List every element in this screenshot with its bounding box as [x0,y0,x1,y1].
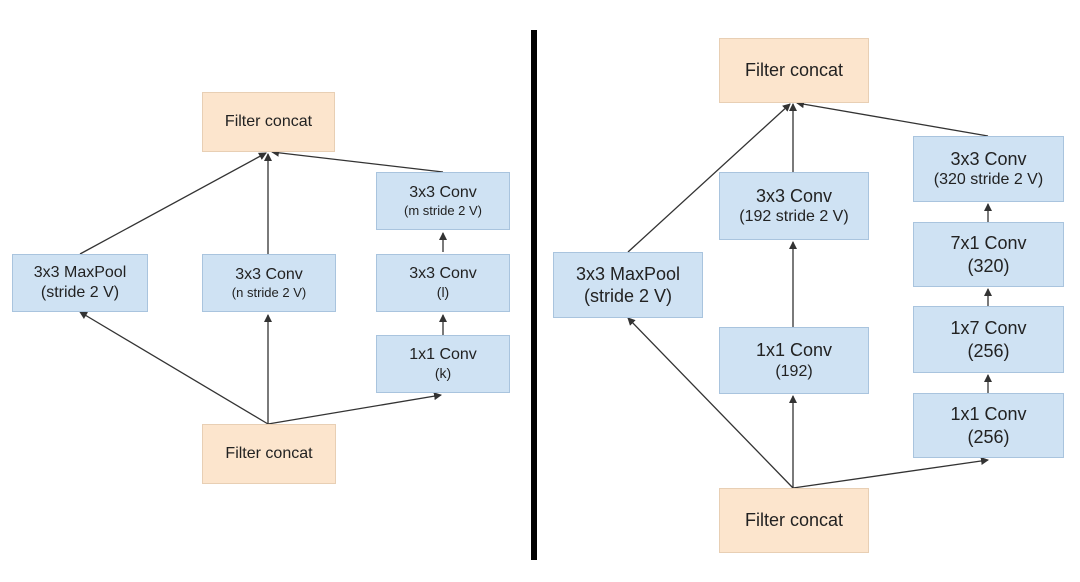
left-conv-n-node: 3x3 Conv (n stride 2 V) [202,254,336,312]
left-conv-n-line1: 3x3 Conv [235,265,303,283]
right-conv-1x1-192-node: 1x1 Conv (192) [719,327,869,394]
arrow-right-bottom-to-1x1-256 [792,457,989,489]
right-filter-concat-bottom-label: Filter concat [744,510,844,531]
right-conv-320-s2-line2: (320 stride 2 V) [933,171,1044,189]
left-conv-k-line2: (k) [434,365,452,382]
left-conv-m-node: 3x3 Conv (m stride 2 V) [376,172,510,230]
left-maxpool-line2: (stride 2 V) [40,284,120,301]
right-conv-1x7-node: 1x7 Conv (256) [913,306,1064,373]
right-conv-1x1-256-node: 1x1 Conv (256) [913,393,1064,458]
right-maxpool-node: 3x3 MaxPool (stride 2 V) [553,252,703,318]
right-conv-7x1-node: 7x1 Conv (320) [913,222,1064,287]
right-filter-concat-top-label: Filter concat [744,60,844,81]
arrow-left-maxpool-to-top [79,152,267,255]
arrow-right-3x3-320-to-top [796,100,989,137]
right-maxpool-line1: 3x3 MaxPool [575,263,681,284]
right-conv-192-s2-line2: (192 stride 2 V) [739,208,849,226]
left-conv-m-line2: (m stride 2 V) [403,202,482,218]
left-conv-l-node: 3x3 Conv (l) [376,254,510,312]
right-conv-320-s2-line1: 3x3 Conv [950,148,1027,169]
right-filter-concat-top: Filter concat [719,38,869,103]
right-conv-320-s2-node: 3x3 Conv (320 stride 2 V) [913,136,1064,202]
left-conv-k-node: 1x1 Conv (k) [376,335,510,393]
right-conv-1x1-192-line2: (192) [775,362,813,380]
right-conv-1x1-192-line1: 1x1 Conv [755,340,833,361]
left-conv-k-line1: 1x1 Conv [409,346,477,364]
right-conv-1x1-256-line1: 1x1 Conv [950,404,1027,424]
right-conv-1x7-line1: 1x7 Conv [950,318,1027,338]
right-conv-192-s2-node: 3x3 Conv (192 stride 2 V) [719,172,869,240]
right-conv-7x1-line1: 7x1 Conv [950,233,1027,253]
right-maxpool-line2: (stride 2 V) [583,286,673,306]
left-conv-l-line2: (l) [436,284,450,301]
left-filter-concat-bottom: Filter concat [202,424,336,484]
left-filter-concat-top: Filter concat [202,92,335,152]
right-conv-7x1-line2: (320) [967,255,1010,276]
panel-divider [531,30,537,560]
arrow-left-conv-m-to-top [271,148,444,173]
left-maxpool-line1: 3x3 MaxPool [33,264,127,281]
right-filter-concat-bottom: Filter concat [719,488,869,553]
left-maxpool-node: 3x3 MaxPool (stride 2 V) [12,254,148,312]
right-conv-192-s2-line1: 3x3 Conv [755,185,833,206]
left-conv-m-line1: 3x3 Conv [409,183,477,201]
left-conv-n-line2: (n stride 2 V) [231,284,307,300]
arrow-left-bottom-to-conv-k [267,392,442,425]
arrow-left-bottom-to-maxpool [79,311,269,425]
right-conv-1x1-256-line2: (256) [967,426,1010,447]
left-filter-concat-bottom-label: Filter concat [225,445,313,462]
left-conv-l-line1: 3x3 Conv [409,265,477,283]
arrow-right-bottom-to-maxpool [627,317,794,489]
left-filter-concat-top-label: Filter concat [224,113,313,130]
arrow-right-maxpool-to-top [627,103,791,253]
right-conv-1x7-line2: (256) [967,340,1010,361]
